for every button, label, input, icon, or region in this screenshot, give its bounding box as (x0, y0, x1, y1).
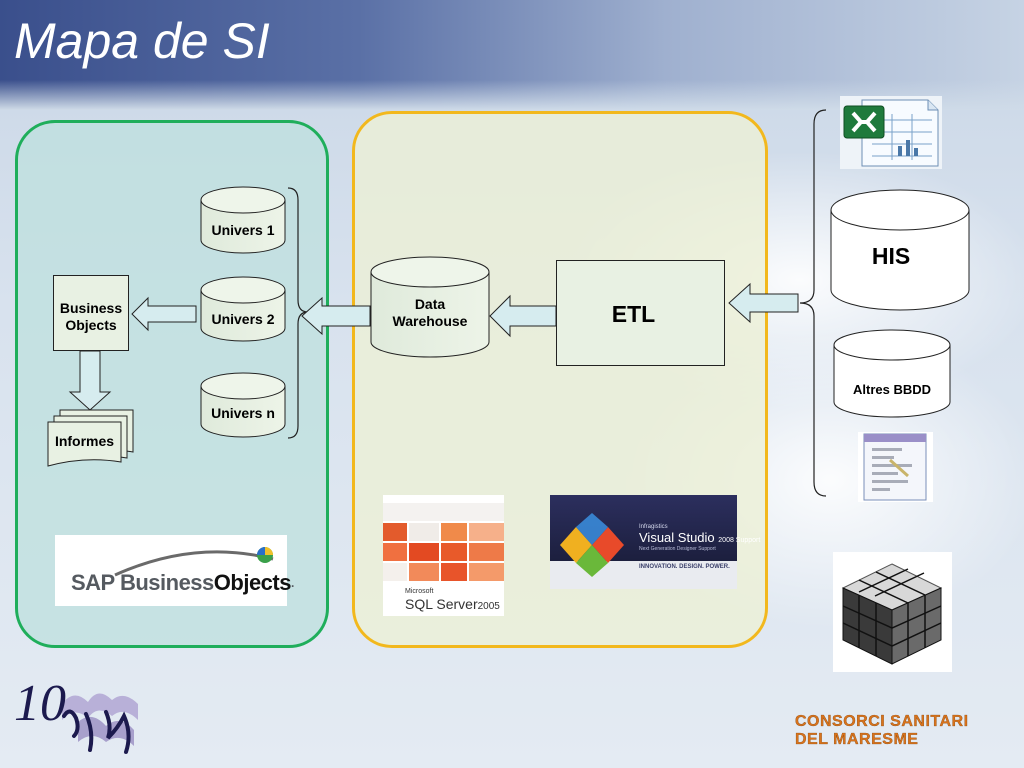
his-cylinder (830, 189, 970, 311)
vs-subtitle: Next Generation Designer Support (639, 546, 716, 552)
cube-icon (833, 552, 952, 672)
header-band (0, 0, 1024, 110)
arrow-bo-to-informes (68, 350, 112, 411)
univers-n-label: Univers n (211, 405, 275, 421)
etl-box (556, 260, 725, 366)
arrow-etl-to-dw (489, 294, 557, 338)
arrow-sources-to-etl (728, 282, 799, 324)
org-logo-number: 10 (14, 675, 66, 732)
sql-server-name: SQL Server2005 (405, 596, 500, 612)
data-warehouse-label: Data Warehouse (392, 296, 468, 329)
text-file-icon (858, 432, 933, 502)
excel-icon (840, 96, 942, 169)
altres-bbdd-label: Altres BBDD (852, 382, 931, 397)
data-warehouse-cylinder (370, 256, 490, 358)
univers-2-cylinder (200, 276, 286, 342)
business-objects-box (53, 275, 129, 351)
sap-logo-text: SAP BusinessObjects· (71, 570, 295, 595)
org-logo: 10 (14, 675, 159, 760)
altres-bbdd-cylinder (833, 329, 951, 418)
univers-2-label: Univers 2 (211, 311, 275, 327)
visual-studio-2008-logo: Infragistics Visual Studio 2008 Support … (550, 495, 760, 589)
univers-1-label: Univers 1 (211, 222, 275, 238)
footer-organization: CONSORCI SANITARI DEL MARESME (795, 713, 969, 748)
sql-server-vendor: Microsoft (405, 588, 434, 595)
univers-1-cylinder (200, 186, 286, 254)
etl-label: ETL (611, 301, 656, 327)
univers-n-cylinder (200, 372, 286, 438)
sap-businessobjects-logo: SAP BusinessObjects· (55, 535, 295, 606)
sources-brace (799, 109, 827, 497)
his-label: HIS (871, 243, 911, 269)
vs-name: Visual Studio 2008 Support (639, 530, 761, 545)
sql-server-2005-logo: Microsoft SQL Server2005 (383, 495, 504, 616)
informes-documents (47, 409, 134, 467)
informes-label: Informes (54, 433, 115, 449)
arrow-dw-to-universes (301, 296, 371, 336)
vs-tagline: INNOVATION. DESIGN. POWER. (639, 564, 730, 570)
page-title: Mapa de SI (14, 13, 270, 69)
business-objects-label: Business Objects (59, 300, 123, 333)
arrow-universe-to-bo (131, 296, 197, 332)
vs-vendor: Infragistics (639, 524, 668, 530)
